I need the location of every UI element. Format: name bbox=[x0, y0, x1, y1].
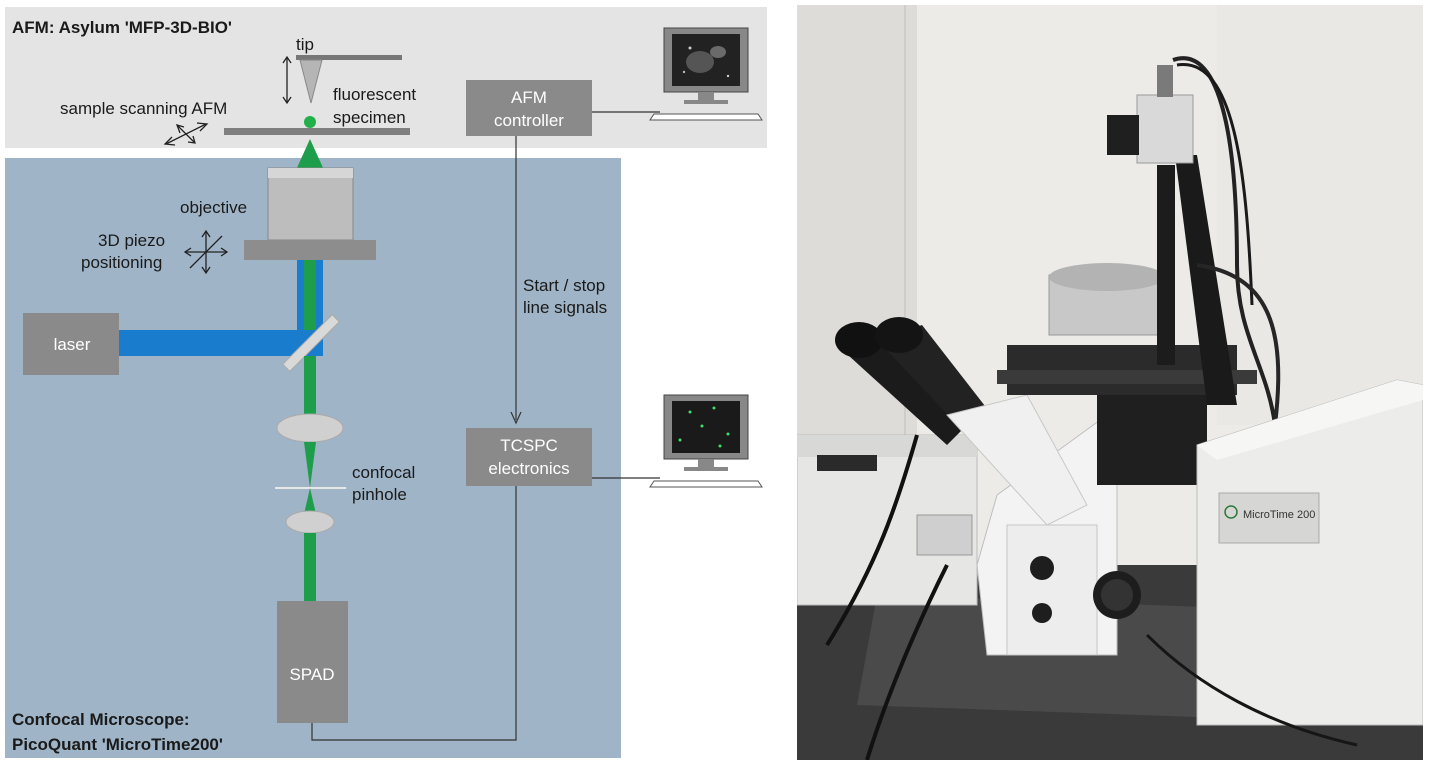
afm-computer-icon bbox=[649, 27, 763, 121]
tcspc-computer-icon bbox=[649, 394, 763, 488]
laser-label: laser bbox=[54, 335, 91, 354]
pinhole-label-2: pinhole bbox=[352, 485, 407, 504]
afm-tip bbox=[299, 59, 323, 104]
afm-cantilever bbox=[296, 55, 402, 60]
emission-diverge-cone bbox=[304, 488, 316, 514]
microtime-label: MicroTime 200 bbox=[1243, 509, 1315, 521]
afm-title: AFM: Asylum 'MFP-3D-BIO' bbox=[12, 18, 232, 37]
eyepieces bbox=[835, 317, 1088, 526]
spad-label: SPAD bbox=[289, 665, 334, 684]
emission-beam-1 bbox=[304, 356, 316, 416]
afm-camera bbox=[1136, 94, 1194, 164]
tcspc-label-2: electronics bbox=[488, 459, 569, 478]
afm-controller-label-1: AFM bbox=[511, 88, 547, 107]
afm-controller-label-2: controller bbox=[494, 111, 564, 130]
instrument-photo: MicroTime 200 bbox=[797, 5, 1423, 760]
scan-arrow-icon bbox=[163, 122, 209, 146]
fluorescent-specimen-dot bbox=[304, 116, 316, 128]
laser-box bbox=[23, 313, 119, 375]
emission-beam-2 bbox=[304, 533, 316, 601]
specimen-label-2: specimen bbox=[333, 108, 406, 127]
spad-box bbox=[277, 601, 348, 723]
emission-focus-cone bbox=[304, 442, 316, 488]
objective-lens bbox=[267, 167, 354, 241]
tcspc-box bbox=[466, 428, 592, 486]
spad-tcspc-cable bbox=[311, 486, 517, 741]
piezo-label-1: 3D piezo bbox=[98, 231, 165, 250]
objective-mount bbox=[244, 240, 376, 260]
confocal-title-1: Confocal Microscope: bbox=[12, 710, 190, 729]
signals-label-1: Start / stop bbox=[523, 276, 605, 295]
piezo-arrows-icon bbox=[183, 229, 229, 275]
piezo-label-2: positioning bbox=[81, 253, 162, 272]
afm-controller-box bbox=[466, 80, 592, 136]
dichroic-mirror bbox=[282, 314, 340, 372]
tcspc-label-1: TCSPC bbox=[500, 436, 558, 455]
specimen-label-1: fluorescent bbox=[333, 85, 416, 104]
signals-label-2: line signals bbox=[523, 298, 607, 317]
pinhole-label-1: confocal bbox=[352, 463, 415, 482]
setup-schematic: AFM: Asylum 'MFP-3D-BIO' tip fluorescent… bbox=[5, 7, 767, 758]
excitation-cone bbox=[296, 139, 324, 170]
laser-beam bbox=[118, 330, 323, 356]
emission-beam-core bbox=[304, 260, 316, 340]
confocal-title-2: PicoQuant 'MicroTime200' bbox=[12, 735, 223, 754]
objective-label: objective bbox=[180, 198, 247, 217]
collimating-lens bbox=[285, 510, 335, 534]
specimen-stage bbox=[224, 128, 410, 135]
focusing-lens bbox=[276, 413, 344, 443]
afm-panel bbox=[5, 7, 767, 148]
scan-label: sample scanning AFM bbox=[60, 99, 227, 118]
tip-label: tip bbox=[296, 35, 314, 54]
